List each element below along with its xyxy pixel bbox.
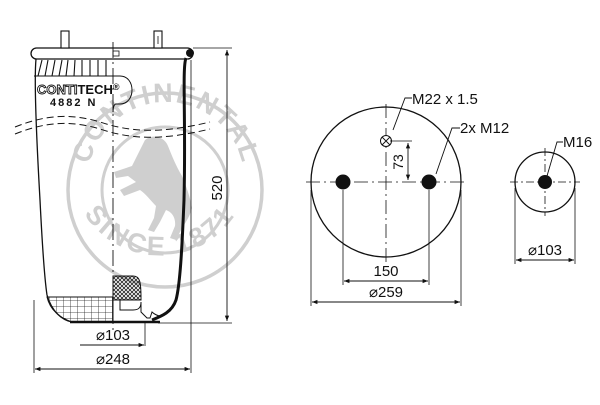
watermark-outer-ring [66,91,264,289]
bead-roll [186,49,194,57]
break-line-top [14,115,211,131]
piston-insert [112,275,142,301]
stud-thread-label: 2x M12 [460,120,509,137]
air-port-icon [380,135,392,147]
top-plate [30,47,194,60]
stud-hole-left [335,174,351,190]
plate-diameter: ⌀259 [369,284,403,301]
body-diameter: ⌀248 [96,351,130,368]
port-thread-label: M22 x 1.5 [412,91,478,108]
top-plate-view: M22 x 1.5 2x M12 73 150 ⌀259 [306,91,509,306]
height-dimension: 520 [209,175,226,200]
rearing-horse-icon [114,136,192,240]
bolt-thread-label: M16 [563,134,592,151]
bellow-bottom-fold [46,296,114,323]
continental-watermark: CONTINENTAL SINCE 1871 [66,78,264,289]
piston-diameter: ⌀103 [96,327,130,344]
air-spring-side-view: CONTITECH® 4882 N 520 ⌀103 ⌀248 [14,30,232,373]
break-line-bottom [14,122,211,138]
stud-spacing-dimension: 150 [373,263,398,280]
port-offset-dimension: 73 [390,154,406,170]
stud-hole-right [421,174,437,190]
bolt-hole [538,175,552,189]
piston-bottom-view: M16 ⌀103 [510,134,592,264]
part-number: 4882 N [50,97,97,109]
stud-left [60,30,70,49]
brand-text: CONTITECH® [37,82,120,97]
piston-bottom-diameter: ⌀103 [528,242,562,259]
